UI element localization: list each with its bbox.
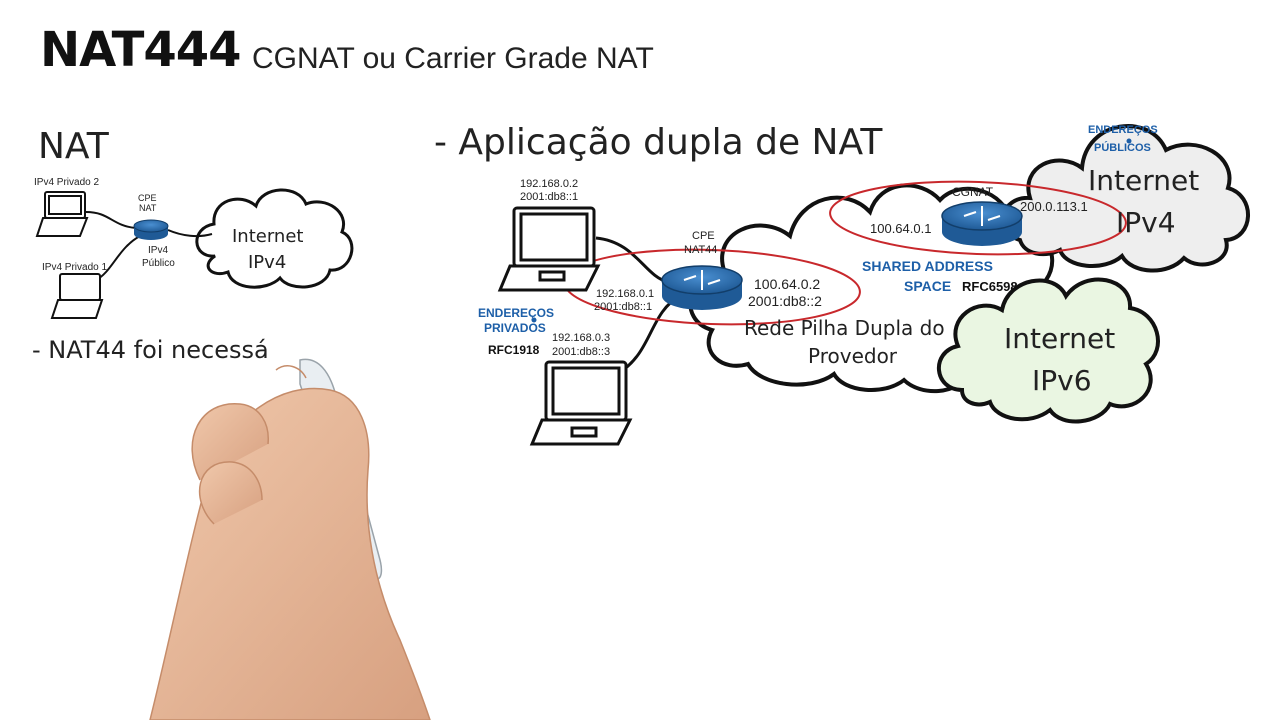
left-laptop-bottom: [50, 273, 104, 319]
private-addr-label-1: ENDEREÇOS: [478, 306, 555, 320]
left-link-top: [85, 211, 137, 229]
cpe-label-2: NAT: [139, 203, 157, 213]
public-label-2: Público: [142, 258, 175, 269]
left-link-bottom: [95, 235, 141, 281]
page-title: NAT444: [40, 22, 242, 78]
host-private-2-label: IPv4 Privado 2: [34, 177, 100, 188]
hand-with-marker: [149, 358, 431, 720]
left-laptop-top: [35, 191, 89, 237]
host-private-1-label: IPv4 Privado 1: [42, 262, 108, 273]
rfc6598-label: RFC6598: [962, 279, 1018, 294]
internet-ipv4-line2: IPv4: [1116, 206, 1176, 239]
left-heading: NAT: [38, 126, 109, 167]
internet-ipv6-cloud: [937, 277, 1160, 424]
router-cpe: [661, 265, 743, 310]
public-label-1: IPv4: [148, 245, 169, 256]
cpe-lan-ip2: 2001:db8::1: [594, 301, 653, 313]
private-dot: [531, 317, 537, 323]
pc-top-ip2: 2001:db8::1: [520, 191, 579, 203]
cgnat-out-ip: 200.0.113.1: [1020, 199, 1088, 214]
cgnat-name: CGNAT: [952, 185, 994, 199]
private-addr-label-2: PRIVADOS: [484, 321, 546, 335]
laptop-top: [497, 206, 601, 292]
public-addr-label-2: PÚBLICOS: [1094, 142, 1151, 154]
left-link-internet: [167, 229, 213, 238]
pc-bottom-ip1: 192.168.0.3: [552, 332, 611, 344]
link-pc-top-cpe: [595, 236, 669, 284]
public-addr-label-1: ENDEREÇOS: [1088, 124, 1158, 136]
internet-ipv4-cloud: [1000, 124, 1250, 273]
cpe-wan-ip2: 2001:db8::2: [748, 293, 822, 309]
internet-ipv4-line1: Internet: [1088, 164, 1200, 197]
rfc1918-label: RFC1918: [488, 343, 540, 357]
cpe-name-1: CPE: [692, 230, 715, 242]
page-subtitle: CGNAT ou Carrier Grade NAT: [252, 42, 654, 75]
right-heading: - Aplicação dupla de NAT: [434, 122, 883, 163]
shared-address-label-2: SPACE: [904, 278, 952, 294]
public-dot: [1126, 138, 1132, 144]
pc-top-ip1: 192.168.0.2: [520, 178, 579, 190]
provider-line2: Provedor: [808, 344, 898, 368]
pc-bottom-ip2: 2001:db8::3: [552, 346, 611, 358]
left-internet-cloud: [195, 188, 354, 289]
router-cgnat: [941, 201, 1023, 246]
internet-ipv6-line2: IPv6: [1032, 364, 1092, 397]
cpe-wan-ip1: 100.64.0.2: [754, 276, 821, 292]
provider-line1: Rede Pilha Dupla do: [744, 316, 945, 340]
ring-cgnat: [829, 180, 1127, 256]
left-cloud-line1: Internet: [232, 226, 304, 247]
laptop-bottom: [529, 360, 633, 446]
cpe-label-1: CPE: [138, 193, 157, 203]
shared-address-label-1: SHARED ADDRESS: [862, 258, 993, 274]
left-cloud-line2: IPv4: [248, 252, 287, 273]
cpe-lan-ip1: 192.168.0.1: [596, 288, 655, 300]
cgnat-in-ip: 100.64.0.1: [870, 221, 932, 236]
left-router: [133, 219, 169, 240]
left-note: - NAT44 foi necessá: [32, 336, 269, 364]
internet-ipv6-line1: Internet: [1004, 322, 1116, 355]
cpe-name-2: NAT44: [684, 244, 718, 256]
